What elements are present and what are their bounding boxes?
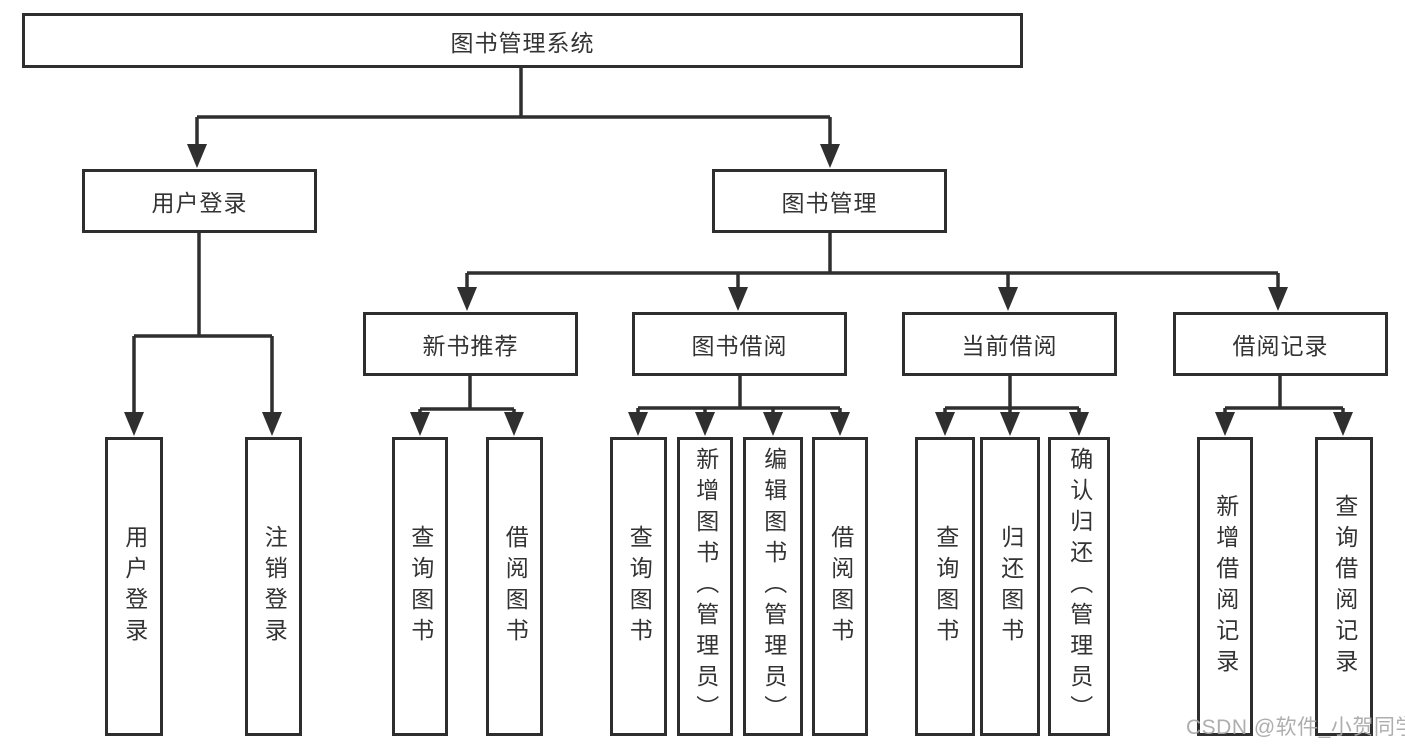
leaf-query-books-borrow: 查询图书 [610, 437, 667, 736]
leaf-label: 查询图书 [932, 524, 959, 649]
leaf-label: 编辑图书（管理员） [760, 447, 787, 726]
leaf-label: 借阅图书 [502, 524, 529, 649]
node-borrow-records: 借阅记录 [1173, 312, 1388, 376]
leaf-return-book: 归还图书 [980, 437, 1040, 736]
leaf-label: 新增借阅记录 [1212, 493, 1239, 680]
leaf-query-books-current: 查询图书 [915, 437, 975, 736]
leaf-label: 新增图书（管理员） [692, 447, 719, 726]
csdn-watermark: CSDN @软件_小贺同学 [1186, 716, 1405, 739]
node-new-book-recommend: 新书推荐 [363, 312, 578, 376]
leaf-add-borrow-record: 新增借阅记录 [1197, 437, 1253, 736]
leaf-user-login: 用户登录 [105, 437, 163, 736]
leaf-confirm-return-admin: 确认归还（管理员） [1048, 437, 1110, 736]
leaf-label: 注销登录 [261, 524, 288, 649]
leaf-label: 用户登录 [121, 524, 148, 649]
node-root: 图书管理系统 [22, 13, 1023, 68]
leaf-query-books-recommend: 查询图书 [392, 437, 448, 736]
node-book-management: 图书管理 [712, 169, 947, 233]
leaf-borrow-books-recommend: 借阅图书 [486, 437, 543, 736]
leaf-label: 确认归还（管理员） [1066, 447, 1093, 726]
node-current-borrow: 当前借阅 [902, 312, 1117, 376]
node-book-borrow: 图书借阅 [632, 312, 847, 376]
leaf-edit-book-admin: 编辑图书（管理员） [743, 437, 803, 736]
leaf-borrow-books-borrow: 借阅图书 [812, 437, 868, 736]
node-user-login: 用户登录 [82, 169, 317, 233]
leaf-label: 查询图书 [626, 524, 653, 649]
leaf-label: 查询借阅记录 [1331, 493, 1358, 680]
leaf-logout: 注销登录 [245, 437, 302, 736]
leaf-label: 借阅图书 [827, 524, 854, 649]
leaf-label: 查询图书 [407, 524, 434, 649]
leaf-label: 归还图书 [997, 524, 1024, 649]
leaf-query-borrow-record: 查询借阅记录 [1315, 437, 1373, 736]
leaf-add-book-admin: 新增图书（管理员） [677, 437, 733, 736]
